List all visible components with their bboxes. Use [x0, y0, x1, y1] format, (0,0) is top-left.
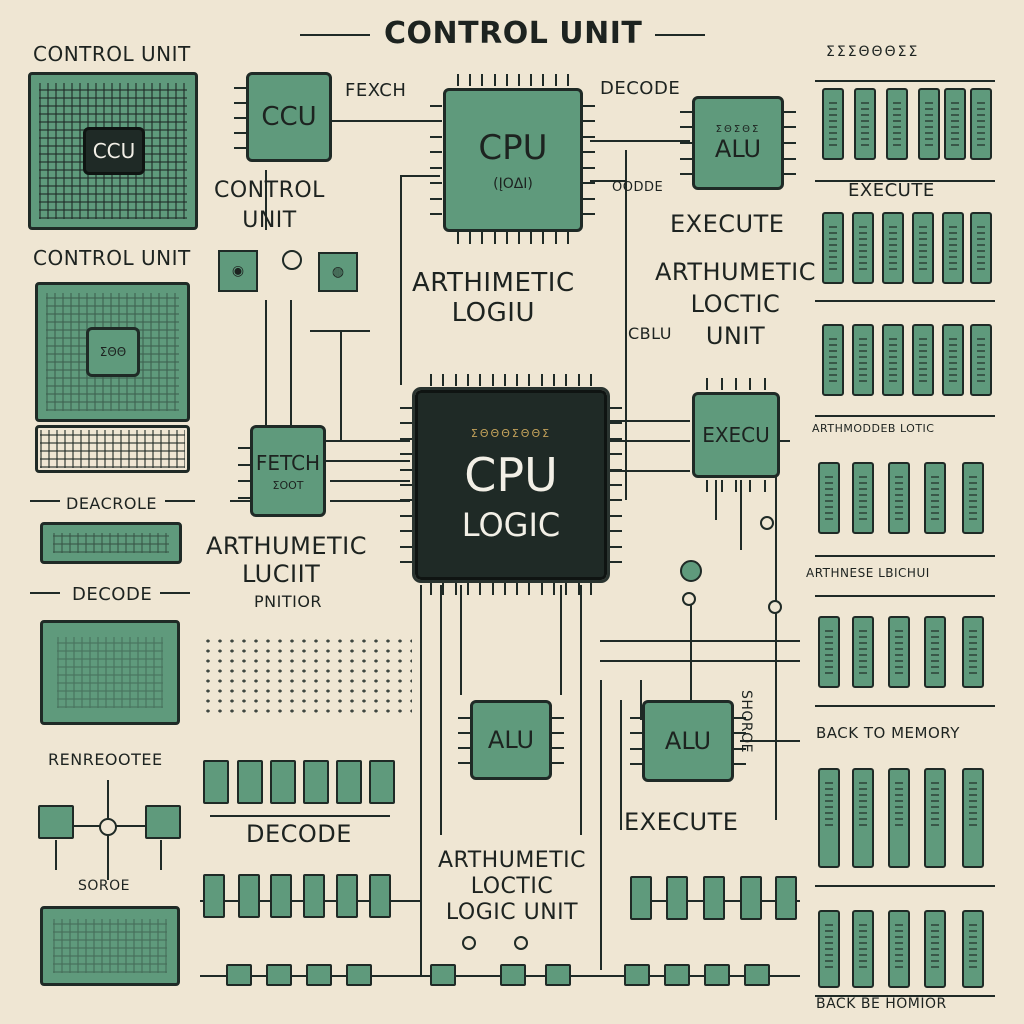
bottom-dot-2 [514, 936, 528, 950]
execute-top-label: EXECUTE [670, 210, 785, 238]
back-be-memory-label: BACK BE HOMIOR [816, 996, 947, 1012]
cpu-center-chip: ΣΘΘΘΣΘΘΣ CPU LOGIC [412, 387, 610, 583]
alu-top-pins-left [680, 104, 692, 182]
cblu-label: CBLU [628, 324, 672, 343]
right-header-label: ΣΣΣΘΘΘΣΣ [826, 44, 920, 60]
arthenese-label: ARTHNESE LBICHUI [806, 566, 930, 580]
cpu-top-chip: CPU (ĮOΔΙ) [443, 88, 583, 232]
arthumetic-bottom-label: ARTHUMETIC LOCTIC LOGIC UNIT [438, 848, 586, 925]
right-execute-label: EXECUTE [848, 180, 935, 201]
decode-module [40, 620, 180, 725]
page-title: CONTROL UNIT [384, 16, 643, 51]
deacrole-module [40, 522, 182, 564]
execu-chip: EXECU [692, 392, 780, 478]
board-3-keys [35, 425, 190, 473]
alu-right-pins [630, 710, 642, 772]
fetch-chip: FETCH ΣOOT [250, 425, 326, 517]
arthumetic-lucit-label: ARTHUMETIC LUCIIT PNITIOR [206, 532, 367, 611]
execu-pins-bottom [700, 480, 772, 492]
execu-pins-top [700, 378, 772, 390]
ccu-board-chip: CCU [83, 127, 145, 175]
cpu-top-pins-left [430, 98, 442, 222]
soroe-module [40, 906, 180, 986]
left-control-unit-label-1: CONTROL UNIT [33, 42, 191, 66]
node-dot-4 [768, 600, 782, 614]
shoroe-vertical-label: SHOROE [738, 690, 754, 754]
cpu-top-pins-bottom [452, 232, 574, 244]
board-2-chip: ΣΘΘ [86, 327, 140, 377]
node-dot-1 [760, 516, 774, 530]
soroe-label: SOROE [78, 878, 130, 894]
deacrole-label: DEACROLE [66, 494, 157, 513]
node-dot-2 [680, 560, 702, 582]
alu-top-pins-right [784, 104, 796, 182]
cpu-center-pins-right [610, 400, 622, 570]
alu-top-chip: ΣΘΣΘΣ ALU [692, 96, 784, 190]
decode-top-label: DECODE [600, 78, 681, 99]
decode-label-left: DECODE [72, 584, 153, 605]
arthimetic-logiu-label: ARTHIMETIC LOGIU [412, 268, 575, 328]
title-rule-right [655, 34, 705, 36]
fexch-label: FEXCH [345, 80, 407, 101]
ccu-chip-pins-left [234, 80, 246, 156]
fetch-pins-left [238, 440, 250, 506]
small-dot-a [282, 250, 302, 270]
oodde-label: OODDE [612, 180, 664, 195]
cpu-top-pins-top [452, 74, 574, 86]
cpu-center-pins-top [425, 374, 597, 386]
control-unit-mid-label: CONTROL UNIT [214, 178, 325, 233]
execute-bottom-label: EXECUTE [624, 808, 739, 836]
bottom-dot-1 [462, 936, 476, 950]
back-to-memory-label: BACK TO MEMORY [816, 724, 960, 742]
cpu-center-pins-bottom [425, 583, 597, 595]
decode-mid-label: DECODE [246, 820, 352, 848]
right-node-chip [145, 805, 181, 839]
alu-right-pins-right [734, 710, 746, 772]
small-module-b: ◍ [318, 252, 358, 292]
alu-left-chip: ALU [470, 700, 552, 780]
renreote-label: RENREOOTEE [48, 750, 163, 769]
title-rule-left [300, 34, 370, 36]
small-module-a: ◉ [218, 250, 258, 292]
left-node-chip [38, 805, 74, 839]
alu-left-pins [458, 710, 470, 770]
control-unit-board: CCU [28, 72, 198, 230]
control-unit-board-2: ΣΘΘ [35, 282, 190, 422]
left-control-unit-label-2: CONTROL UNIT [33, 246, 191, 270]
ccu-chip: CCU [246, 72, 332, 162]
alu-left-pins-right [552, 710, 564, 770]
arthmoder-label: ARTHMODDEB LOTIC [812, 422, 935, 435]
dot-matrix [202, 636, 412, 716]
cpu-top-pins-right [583, 98, 595, 222]
cpu-center-pins-left [400, 400, 412, 570]
arthumetic-loctic-label: ARTHUMETIC LOCTIC UNIT [655, 258, 816, 350]
left-node-dot [99, 818, 117, 836]
alu-right-chip: ALU [642, 700, 734, 782]
node-dot-3 [682, 592, 696, 606]
